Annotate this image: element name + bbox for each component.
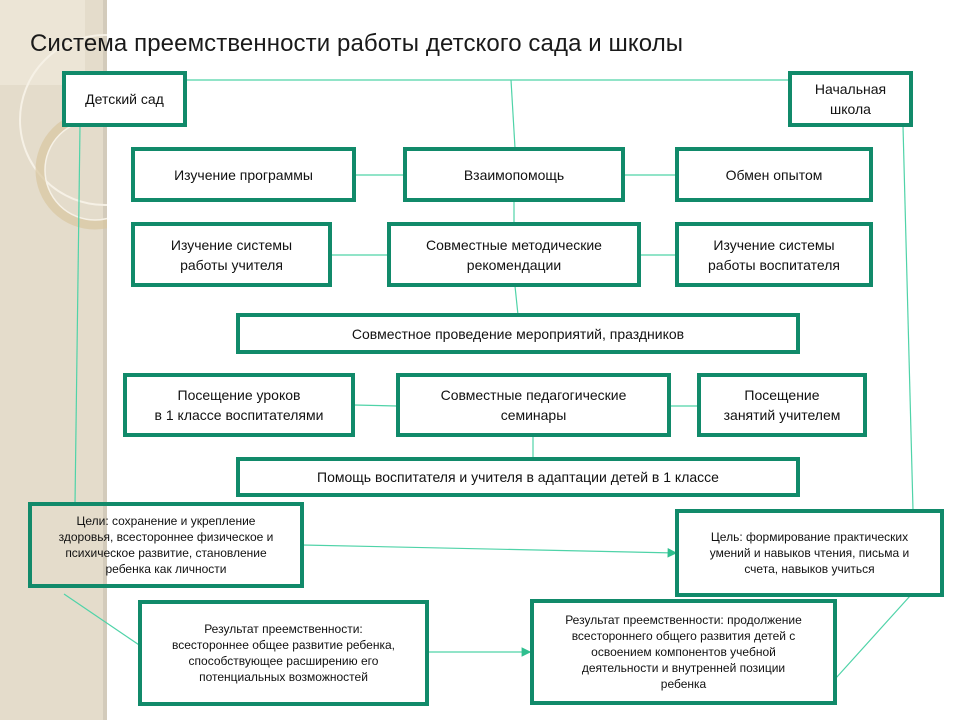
node-school-result-label: Результат преемственности: продолжение в… [565,613,802,691]
node-study-educator-system: Изучение системы работы воспитателя [675,222,873,287]
node-experience-exchange-label: Обмен опытом [725,166,823,183]
node-adaptation-help-label: Помощь воспитателя и учителя в адаптации… [317,469,719,485]
node-joint-events: Совместное проведение мероприятий, празд… [236,313,800,354]
node-mutual-help: Взаимопомощь [403,147,625,202]
node-adaptation-help: Помощь воспитателя и учителя в адаптации… [236,457,800,497]
node-study-teacher-system-label: Изучение системы работы учителя [170,236,293,273]
node-lesson-visits-label: Посещение уроков в 1 классе воспитателям… [154,387,324,423]
arrow-goals-to-school-goal [301,544,678,558]
node-joint-method-recommendations-label: Совместные методические рекомендации [426,236,602,273]
connector-lessons-seminars [353,404,398,407]
node-mutual-help-label: Взаимопомощь [463,166,565,183]
node-joint-seminars-label: Совместные педагогические семинары [440,387,627,423]
node-study-educator-system-label: Изучение системы работы воспитателя [708,236,840,273]
node-school-goal: Цель: формирование практических умений и… [675,509,944,597]
node-kindergarten-goals-label: Цели: сохранение и укрепление здоровья, … [58,514,274,576]
connector-method-events [514,285,519,316]
node-study-program-label: Изучение программы [174,166,313,183]
connector-school-goal-to-result [835,595,911,679]
node-primary-school: Начальная школа [788,71,913,127]
page-title: Система преемственности работы детского … [30,30,684,57]
deco-ring-outer [19,34,107,206]
node-school-goal-label: Цель: формирование практических умений и… [709,530,910,576]
node-kindergarten-result-label: Результат преемственности: всестороннее … [172,622,395,684]
node-kindergarten-goals: Цели: сохранение и укрепление здоровья, … [28,502,304,588]
node-school-result: Результат преемственности: продолжение в… [530,599,837,705]
node-kindergarten: Детский сад [62,71,187,127]
node-joint-seminars: Совместные педагогические семинары [396,373,671,437]
node-kindergarten-label: Детский сад [85,91,164,107]
node-class-visits-label: Посещение занятий учителем [723,387,841,423]
sidebar-edge [103,0,107,720]
connector-school-to-goal [902,125,914,511]
node-lesson-visits: Посещение уроков в 1 классе воспитателям… [123,373,355,437]
node-kindergarten-result: Результат преемственности: всестороннее … [138,600,429,706]
node-study-program: Изучение программы [131,147,356,202]
decorative-rings [0,0,107,230]
node-primary-school-label: Начальная школа [814,81,887,117]
node-joint-events-label: Совместное проведение мероприятий, празд… [351,325,685,342]
node-experience-exchange: Обмен опытом [675,147,873,202]
connector-top-to-mutual-help [510,79,516,149]
node-class-visits: Посещение занятий учителем [697,373,867,437]
node-study-teacher-system: Изучение системы работы учителя [131,222,332,287]
deco-ring-inner [35,110,107,230]
node-joint-method-recommendations: Совместные методические рекомендации [387,222,641,287]
